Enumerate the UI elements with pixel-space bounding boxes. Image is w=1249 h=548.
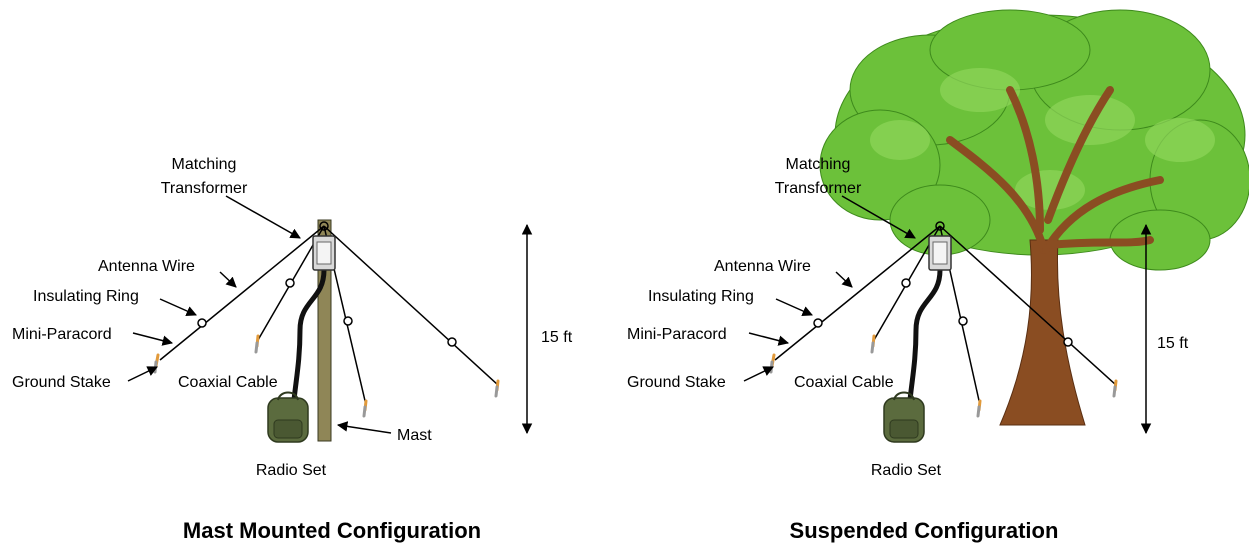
insulating-rings bbox=[813, 278, 1073, 347]
insulating-ring bbox=[901, 278, 911, 288]
insulating-ring-label: Insulating Ring bbox=[33, 288, 139, 305]
coaxial-cable bbox=[291, 269, 327, 401]
ground-stake-label: Ground Stake bbox=[627, 374, 726, 391]
ground-stake-icon bbox=[769, 353, 776, 374]
insulating-ring bbox=[197, 318, 207, 328]
matching-transformer-icon bbox=[928, 221, 952, 271]
callout-arrows bbox=[743, 195, 916, 382]
radio-set-label: Radio Set bbox=[256, 462, 327, 479]
radio-set-label: Radio Set bbox=[871, 462, 942, 479]
antenna-wire-label: Antenna Wire bbox=[98, 258, 195, 275]
ground-stake-icon bbox=[153, 353, 160, 374]
insulating-ring bbox=[447, 337, 457, 347]
mini-paracord-label: Mini-Paracord bbox=[12, 326, 112, 343]
coaxial-cable-label: Coaxial Cable bbox=[794, 374, 894, 391]
ground-stake-icon bbox=[870, 334, 876, 354]
tree-icon bbox=[819, 9, 1249, 426]
mast-mounted-panel: Matching Transformer Antenna Wire Insula… bbox=[12, 156, 573, 543]
height-label: 15 ft bbox=[1157, 335, 1189, 352]
coaxial-cable bbox=[907, 269, 943, 401]
insulating-ring bbox=[813, 318, 823, 328]
ground-stake-icon bbox=[254, 334, 260, 354]
matching-label-line1: Matching bbox=[172, 156, 237, 173]
suspended-panel-title: Suspended Configuration bbox=[790, 518, 1059, 543]
insulating-ring bbox=[958, 316, 968, 326]
ground-stake-label: Ground Stake bbox=[12, 374, 111, 391]
ground-stake-icon bbox=[494, 379, 500, 398]
ground-stake-icon bbox=[976, 399, 982, 418]
tree-branches bbox=[946, 86, 1164, 254]
ground-stake-icon bbox=[1112, 379, 1118, 398]
mini-paracord-label: Mini-Paracord bbox=[627, 326, 727, 343]
insulating-ring-label: Insulating Ring bbox=[648, 288, 754, 305]
coaxial-cable-label: Coaxial Cable bbox=[178, 374, 278, 391]
tree-trunk bbox=[999, 239, 1086, 426]
matching-label-line1: Matching bbox=[786, 156, 851, 173]
antenna-wire-label: Antenna Wire bbox=[714, 258, 811, 275]
insulating-rings bbox=[197, 278, 457, 347]
height-label: 15 ft bbox=[541, 329, 573, 346]
ground-stake-icon bbox=[362, 399, 368, 418]
radio-backpack-icon bbox=[883, 391, 925, 443]
insulating-ring bbox=[343, 316, 353, 326]
matching-transformer-icon bbox=[312, 221, 336, 271]
insulating-ring bbox=[1063, 337, 1073, 347]
mast-label: Mast bbox=[397, 427, 432, 444]
ground-stakes bbox=[153, 334, 500, 418]
suspended-panel: Matching Transformer Antenna Wire Insula… bbox=[627, 9, 1249, 543]
radio-backpack-icon bbox=[267, 391, 309, 443]
mast-panel-title: Mast Mounted Configuration bbox=[183, 518, 481, 543]
matching-label-line2: Transformer bbox=[161, 180, 248, 197]
insulating-ring bbox=[285, 278, 295, 288]
callout-arrows bbox=[127, 195, 392, 434]
matching-label-line2: Transformer bbox=[775, 180, 862, 197]
